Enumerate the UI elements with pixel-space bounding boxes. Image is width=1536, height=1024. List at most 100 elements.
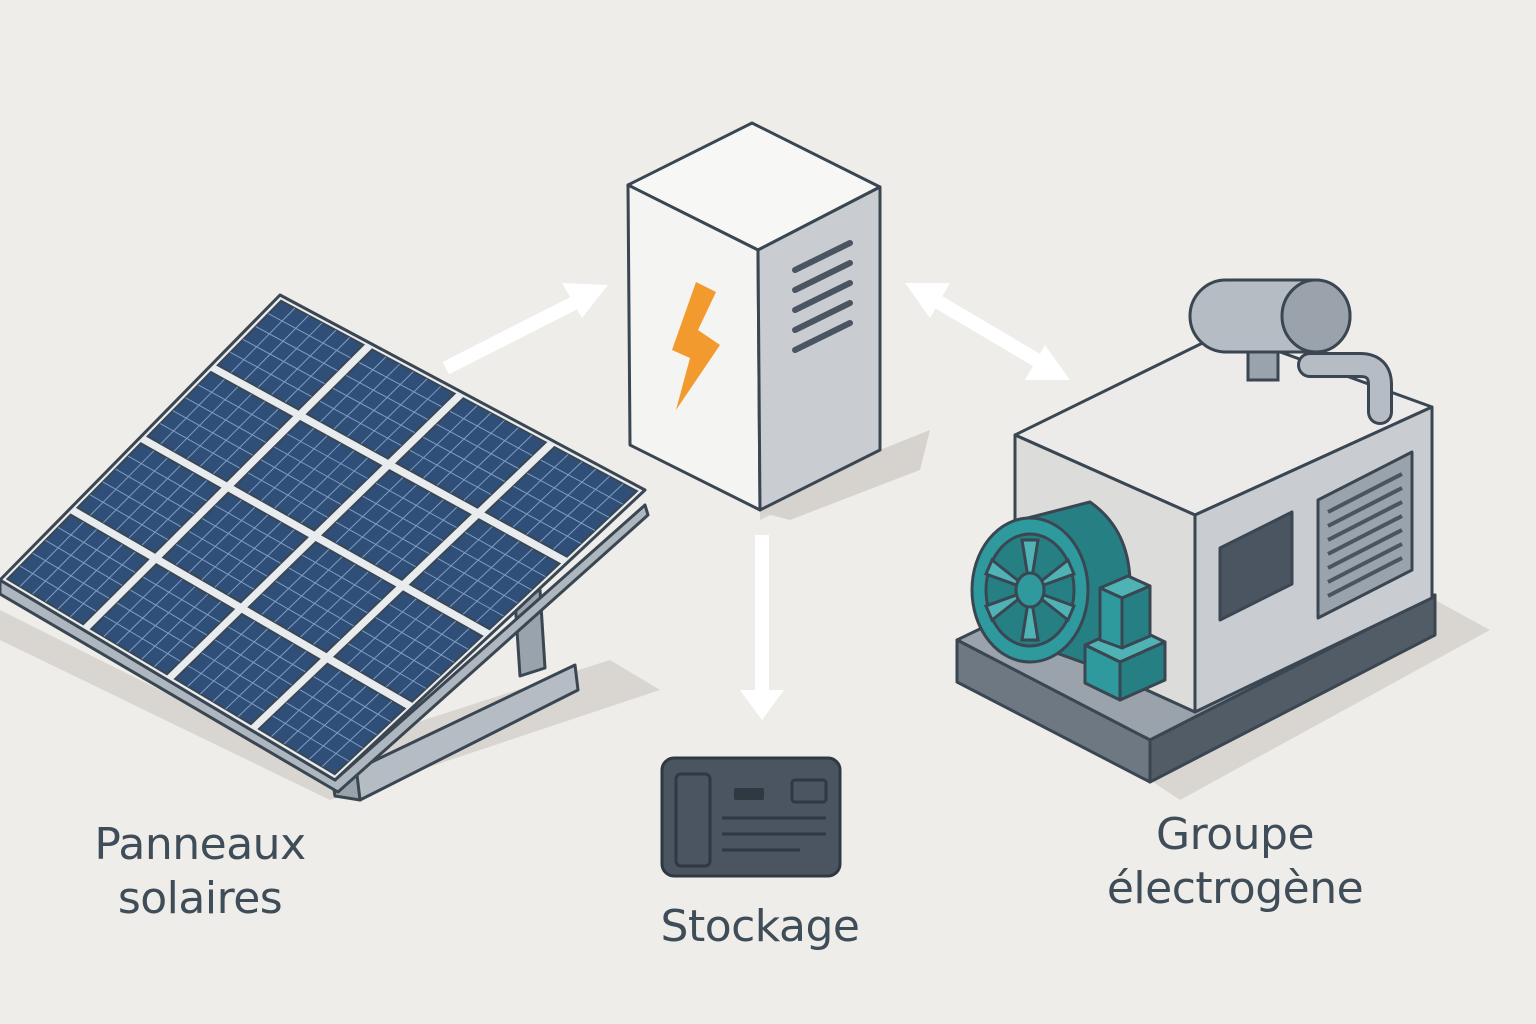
solar-cell-line bbox=[44, 536, 110, 602]
label-generator: Groupe électrogène bbox=[1060, 808, 1410, 916]
solar-cell-line bbox=[423, 412, 492, 479]
solar-cell-line bbox=[347, 371, 414, 437]
solar-cell-line bbox=[214, 505, 295, 551]
solar-cell-line bbox=[268, 313, 351, 359]
solar-cell-line bbox=[127, 455, 208, 502]
solar-cell-line bbox=[462, 548, 533, 615]
label-solar-panels: Panneaux solaires bbox=[60, 818, 340, 926]
solar-cell-line bbox=[349, 508, 430, 555]
solar-cell-line bbox=[102, 481, 182, 528]
solar-cell-line bbox=[347, 598, 417, 665]
solar-cell-line bbox=[225, 643, 294, 710]
solar-cell-line bbox=[154, 601, 222, 667]
solar-cell-line bbox=[230, 307, 296, 373]
solar-cell-line bbox=[375, 617, 455, 663]
solar-cell-line bbox=[423, 571, 504, 617]
solar-cell-line bbox=[175, 499, 242, 566]
solar-cell-line bbox=[212, 636, 281, 702]
battery-pack-icon bbox=[660, 756, 842, 878]
solar-cell-line bbox=[320, 356, 387, 422]
solar-cell-line bbox=[102, 457, 168, 524]
solar-cell-line bbox=[398, 628, 470, 695]
generator-exhaust bbox=[1188, 278, 1393, 425]
solar-cell-line bbox=[103, 571, 170, 637]
label-generator-line1: Groupe bbox=[1155, 809, 1315, 860]
solar-cell-line bbox=[128, 472, 194, 539]
solar-cell-line bbox=[450, 427, 519, 494]
solar-cell-line bbox=[228, 626, 306, 673]
solar-cells bbox=[5, 299, 639, 776]
solar-cell-line bbox=[288, 567, 368, 614]
solar-cell-line bbox=[361, 630, 441, 676]
solar-cell-line bbox=[173, 386, 239, 452]
solar-cell-line bbox=[409, 405, 478, 472]
solar-cell-line bbox=[362, 495, 444, 542]
solar-cell-line bbox=[198, 384, 279, 430]
solar-cell-line bbox=[284, 337, 351, 403]
solar-cell-line bbox=[287, 450, 355, 516]
solar-cell-line bbox=[188, 507, 255, 573]
solar-cell-line bbox=[143, 576, 221, 623]
label-generator-line2: électrogène bbox=[1106, 863, 1364, 914]
solar-cell-line bbox=[274, 556, 343, 623]
generator-access-panel bbox=[1218, 510, 1294, 622]
label-solar-line2: solaires bbox=[117, 873, 283, 924]
solar-cell-line bbox=[526, 472, 610, 518]
arrow-inverter-to-storage bbox=[740, 535, 784, 720]
solar-cell-line bbox=[389, 604, 469, 650]
solar-cell-line bbox=[361, 492, 431, 558]
solar-cell-line bbox=[130, 589, 208, 636]
solar-cell-line bbox=[333, 363, 400, 430]
solar-cell-line bbox=[45, 539, 123, 586]
solar-cell-line bbox=[309, 693, 380, 760]
solar-cell-line bbox=[423, 526, 493, 593]
solar-cell-line bbox=[116, 602, 194, 649]
solar-cell-line bbox=[185, 397, 266, 443]
generator-set bbox=[955, 278, 1490, 800]
solar-cell-line bbox=[348, 484, 417, 551]
solar-cell-line bbox=[283, 678, 354, 745]
arrow-solar-to-inverter bbox=[442, 283, 608, 375]
solar-cell-line bbox=[115, 468, 195, 515]
flow-arrows bbox=[442, 283, 1070, 720]
solar-cell-line bbox=[287, 564, 356, 630]
solar-cell-line bbox=[319, 400, 402, 447]
solar-cell-line bbox=[19, 521, 84, 587]
solar-cell-line bbox=[553, 483, 624, 550]
solar-cell-line bbox=[540, 459, 624, 505]
solar-cell-line bbox=[332, 387, 415, 434]
solar-cell-line bbox=[273, 446, 355, 492]
solar-cell-line bbox=[374, 385, 442, 452]
solar-cell-line bbox=[449, 410, 533, 456]
solar-cell-line bbox=[345, 374, 429, 421]
solar-cell-line bbox=[423, 436, 506, 482]
solar-cell-line bbox=[499, 498, 582, 545]
solar-cell-line bbox=[313, 578, 382, 645]
solar-cell-line bbox=[499, 454, 569, 521]
solar-cell-line bbox=[512, 461, 583, 528]
solar-cell-line bbox=[255, 326, 338, 372]
solar-cell-line bbox=[262, 593, 341, 640]
solar-cell-line bbox=[32, 552, 110, 599]
solar-cell-line bbox=[242, 338, 325, 385]
solar-cell-line bbox=[271, 329, 337, 396]
solar-cell-line bbox=[436, 423, 519, 469]
solar-cell-line bbox=[200, 401, 266, 467]
solar-cell-line bbox=[201, 652, 279, 699]
solar-cell-line bbox=[90, 450, 155, 516]
solar-cell-line bbox=[128, 586, 196, 652]
solar-cell-line bbox=[321, 700, 393, 767]
solar-cell-line bbox=[57, 544, 123, 610]
solar-cell-line bbox=[260, 459, 342, 505]
solar-cell-line bbox=[275, 580, 354, 627]
solar-cell-line bbox=[286, 702, 363, 749]
solar-cell-line bbox=[141, 593, 209, 660]
solar-cell-line bbox=[116, 578, 183, 645]
solar-cell-line bbox=[348, 643, 427, 689]
lightning-bolt-icon bbox=[672, 282, 720, 410]
solar-cell-line bbox=[188, 531, 268, 577]
solar-panel-array bbox=[0, 293, 660, 802]
solar-cell-line bbox=[526, 468, 597, 535]
solar-cell-line bbox=[201, 518, 281, 564]
inverter-shadow-2 bbox=[760, 430, 930, 520]
